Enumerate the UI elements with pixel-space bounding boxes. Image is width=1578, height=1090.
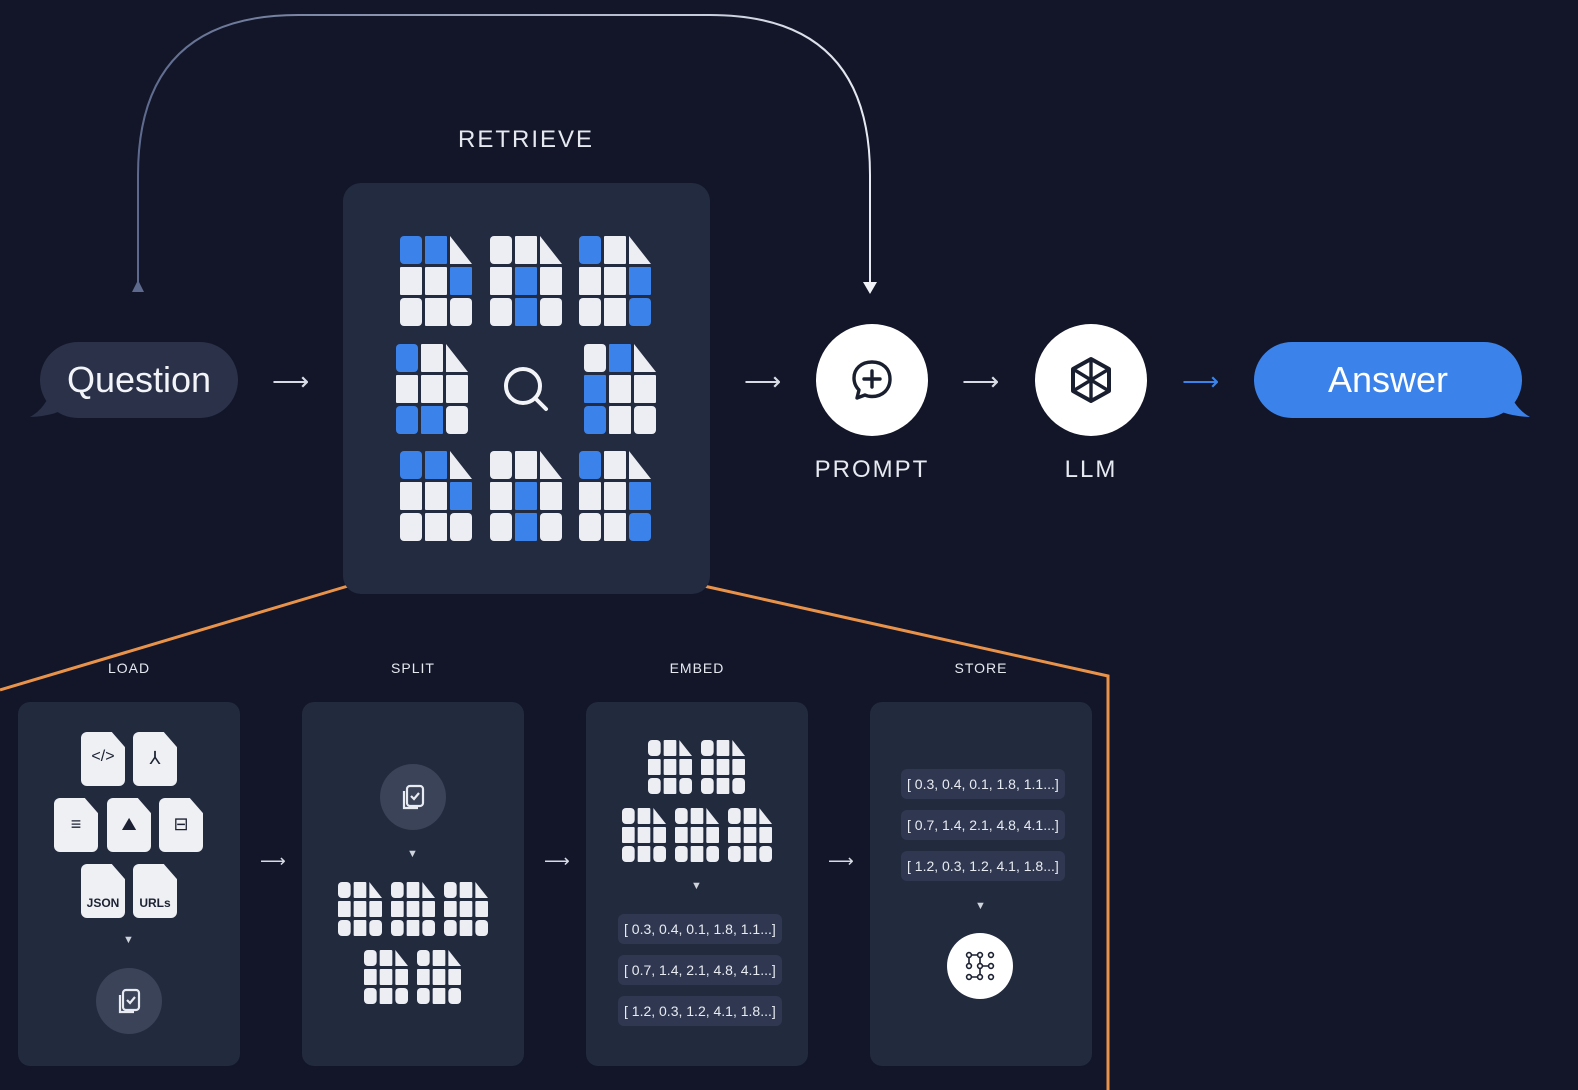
load-copy-check-icon bbox=[96, 968, 162, 1034]
loop-start-arrowhead bbox=[132, 280, 144, 292]
embed-chunk bbox=[622, 808, 666, 862]
down-triangle-icon: ▼ bbox=[691, 880, 702, 892]
embed-chunks bbox=[622, 740, 772, 862]
arrow-embed-to-store: ⟶ bbox=[828, 851, 854, 871]
split-chunk bbox=[338, 882, 382, 936]
retrieved-document bbox=[400, 236, 472, 326]
load-panel: </> ⅄ ≡ ⛰ ⊟ JSON URLs ▼ bbox=[18, 702, 240, 1066]
retrieved-document bbox=[490, 236, 562, 326]
question-label: Question bbox=[66, 359, 212, 400]
down-triangle-icon: ▼ bbox=[975, 900, 986, 912]
arrow-retrieve-to-prompt: ⟶ bbox=[744, 366, 782, 396]
arrow-prompt-to-llm: ⟶ bbox=[962, 366, 1000, 396]
urls-file-icon: URLs bbox=[133, 864, 177, 918]
embed-chunk bbox=[728, 808, 772, 862]
store-panel: [ 0.3, 0.4, 0.1, 1.8, 1.1...] [ 0.7, 1.4… bbox=[870, 702, 1092, 1066]
retrieved-document bbox=[396, 344, 468, 434]
table-file-icon: ⊟ bbox=[159, 798, 203, 852]
embed-chunk bbox=[675, 808, 719, 862]
zoom-line-right bbox=[703, 584, 1110, 1090]
retrieved-document bbox=[490, 451, 562, 541]
retrieve-title: RETRIEVE bbox=[457, 126, 595, 153]
question-to-prompt-loop bbox=[137, 14, 871, 285]
embed-vector: [ 0.7, 1.4, 2.1, 4.8, 4.1...] bbox=[618, 955, 782, 985]
retrieved-document bbox=[579, 236, 651, 326]
retrieve-panel bbox=[343, 183, 710, 594]
split-chunk bbox=[417, 950, 461, 1004]
text-file-icon: ≡ bbox=[54, 798, 98, 852]
split-chunk bbox=[444, 882, 488, 936]
embed-chunk bbox=[701, 740, 745, 794]
json-file-icon: JSON bbox=[81, 864, 125, 918]
chat-plus-icon bbox=[852, 360, 892, 400]
llm-label: LLM bbox=[1064, 456, 1118, 483]
arrow-llm-to-answer: ⟶ bbox=[1182, 366, 1220, 396]
json-file-label: JSON bbox=[86, 896, 120, 910]
retrieved-document bbox=[579, 451, 651, 541]
answer-label: Answer bbox=[1327, 359, 1449, 400]
zoom-line-left bbox=[0, 584, 349, 692]
embed-panel: ▼ [ 0.3, 0.4, 0.1, 1.8, 1.1...] [ 0.7, 1… bbox=[586, 702, 808, 1066]
store-vector: [ 0.3, 0.4, 0.1, 1.8, 1.1...] bbox=[901, 769, 1065, 799]
arrow-question-to-retrieve: ⟶ bbox=[272, 366, 310, 396]
copy-check-icon bbox=[118, 988, 141, 1014]
arrow-load-to-split: ⟶ bbox=[260, 851, 286, 871]
retrieve-doc-grid bbox=[396, 236, 656, 541]
urls-file-label: URLs bbox=[139, 896, 171, 910]
llm-node bbox=[1035, 324, 1147, 436]
down-triangle-icon: ▼ bbox=[407, 848, 418, 860]
embed-chunk bbox=[648, 740, 692, 794]
store-vector: [ 0.7, 1.4, 2.1, 4.8, 4.1...] bbox=[901, 810, 1065, 840]
pdf-file-icon: ⅄ bbox=[133, 732, 177, 786]
vector-store-icon bbox=[965, 951, 995, 981]
split-panel: ▼ bbox=[302, 702, 524, 1066]
step-label-embed: EMBED bbox=[669, 660, 725, 676]
retrieved-document bbox=[400, 451, 472, 541]
store-vector: [ 1.2, 0.3, 1.2, 4.1, 1.8...] bbox=[901, 851, 1065, 881]
code-file-icon: </> bbox=[81, 732, 125, 786]
vector-store-node bbox=[947, 933, 1013, 999]
cube-icon bbox=[1071, 357, 1111, 403]
answer-bubble: Answer bbox=[1254, 342, 1522, 418]
step-label-load: LOAD bbox=[107, 660, 151, 676]
question-bubble: Question bbox=[40, 342, 238, 418]
split-copy-check-icon bbox=[380, 764, 446, 830]
embed-vector: [ 0.3, 0.4, 0.1, 1.8, 1.1...] bbox=[618, 914, 782, 944]
arrow-split-to-embed: ⟶ bbox=[544, 851, 570, 871]
split-chunk bbox=[364, 950, 408, 1004]
down-triangle-icon: ▼ bbox=[123, 934, 134, 946]
image-file-icon: ⛰ bbox=[107, 798, 151, 852]
embed-vector: [ 1.2, 0.3, 1.2, 4.1, 1.8...] bbox=[618, 996, 782, 1026]
step-label-store: STORE bbox=[954, 660, 1008, 676]
copy-check-icon bbox=[402, 784, 425, 810]
search-icon bbox=[504, 367, 548, 411]
loop-end-arrowhead bbox=[863, 282, 877, 294]
split-chunk bbox=[391, 882, 435, 936]
step-label-split: SPLIT bbox=[391, 660, 435, 676]
retrieved-document bbox=[584, 344, 656, 434]
prompt-node bbox=[816, 324, 928, 436]
prompt-label: PROMPT bbox=[814, 456, 930, 483]
split-chunks bbox=[338, 882, 488, 1004]
